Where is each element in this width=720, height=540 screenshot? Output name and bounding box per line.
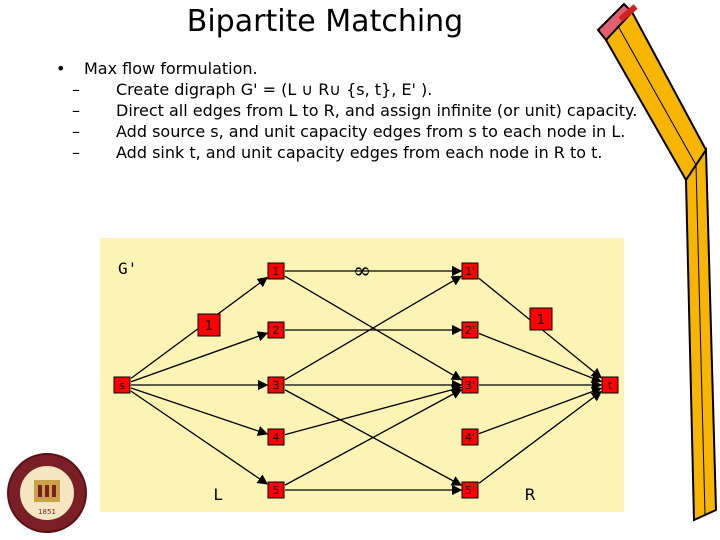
node-right-5p-box: [461, 481, 479, 499]
node-source-box: [113, 376, 131, 394]
edge-4-to-3p: [284, 384, 463, 436]
node-right-3p-box: [461, 376, 479, 394]
subbullet-item: – Add sink t, and unit capacity edges fr…: [56, 142, 656, 163]
sink-capacity-label: 1: [537, 313, 545, 328]
right-label: R: [524, 485, 535, 504]
subbullet-text: Create digraph G' = (L ∪ R∪ {s, t}, E' )…: [116, 80, 433, 99]
node-right-2p-box: [461, 321, 479, 339]
svg-text:1851: 1851: [38, 508, 56, 516]
pencil-decoration-icon: [596, 2, 718, 522]
node-right-3p-label: 3': [465, 379, 475, 392]
edge-5-to-3p: [284, 389, 463, 486]
node-right-1p-label: 1': [465, 265, 475, 278]
node-right-1p-box: [461, 262, 479, 280]
node-left-5-label: 5: [273, 484, 280, 497]
edge-s-to-5: [130, 390, 269, 485]
node-right-2p-label: 2': [465, 324, 475, 337]
edge-5p-to-t: [478, 390, 603, 484]
bullet-text: Max flow formulation.: [84, 59, 258, 78]
subbullet-item: – Direct all edges from L to R, and assi…: [56, 100, 656, 121]
edge-3-to-1p: [284, 275, 463, 381]
edge-s-to-4: [130, 387, 269, 436]
dash-icon: –: [72, 101, 80, 120]
graph-label: G': [118, 259, 137, 278]
node-source-label: s: [119, 379, 125, 392]
edge-2p-to-t: [478, 332, 603, 383]
edge-s-to-2: [130, 331, 269, 383]
node-right-4p-box: [461, 428, 479, 446]
node-left-3-label: 3: [273, 379, 280, 392]
infinity-label: ∞: [353, 259, 371, 284]
subbullet-text: Add sink t, and unit capacity edges from…: [116, 143, 603, 162]
diagram-panel: s t 1 2 3 4 5 1' 2' 3' 4' 5' G' ∞ 1 1 L R: [100, 238, 624, 512]
source-capacity-label: 1: [205, 319, 213, 334]
subbullet-text: Direct all edges from L to R, and assign…: [116, 101, 638, 120]
node-left-1-box: [267, 262, 285, 280]
node-sink-box: [601, 376, 619, 394]
fsu-seal-logo: 1851: [7, 453, 87, 533]
left-label: L: [214, 485, 223, 504]
dash-icon: –: [72, 122, 80, 141]
bullet-dot: •: [56, 59, 66, 78]
sink-capacity-box: [529, 307, 553, 331]
node-sink-label: t: [608, 379, 613, 392]
source-capacity-box: [197, 313, 221, 337]
bipartite-graph: s t 1 2 3 4 5 1' 2' 3' 4' 5' G' ∞ 1 1 L R: [113, 259, 619, 504]
node-left-5-box: [267, 481, 285, 499]
bullet-list: • Max flow formulation. – Create digraph…: [56, 58, 656, 163]
subbullet-text: Add source s, and unit capacity edges fr…: [116, 122, 626, 141]
dash-icon: –: [72, 143, 80, 162]
node-left-3-box: [267, 376, 285, 394]
node-left-4-box: [267, 428, 285, 446]
node-left-2-box: [267, 321, 285, 339]
node-left-1-label: 1: [273, 265, 280, 278]
slide-title: Bipartite Matching: [186, 4, 464, 39]
subbullet-item: – Add source s, and unit capacity edges …: [56, 121, 656, 142]
node-left-2-label: 2: [273, 324, 280, 337]
node-right-5p-label: 5': [465, 484, 475, 497]
dash-icon: –: [72, 80, 80, 99]
bullet-item: • Max flow formulation.: [56, 58, 656, 79]
node-right-4p-label: 4': [465, 431, 475, 444]
subbullet-item: – Create digraph G' = (L ∪ R∪ {s, t}, E'…: [56, 79, 656, 100]
node-left-4-label: 4: [273, 431, 280, 444]
edge-4p-to-t: [478, 386, 603, 435]
